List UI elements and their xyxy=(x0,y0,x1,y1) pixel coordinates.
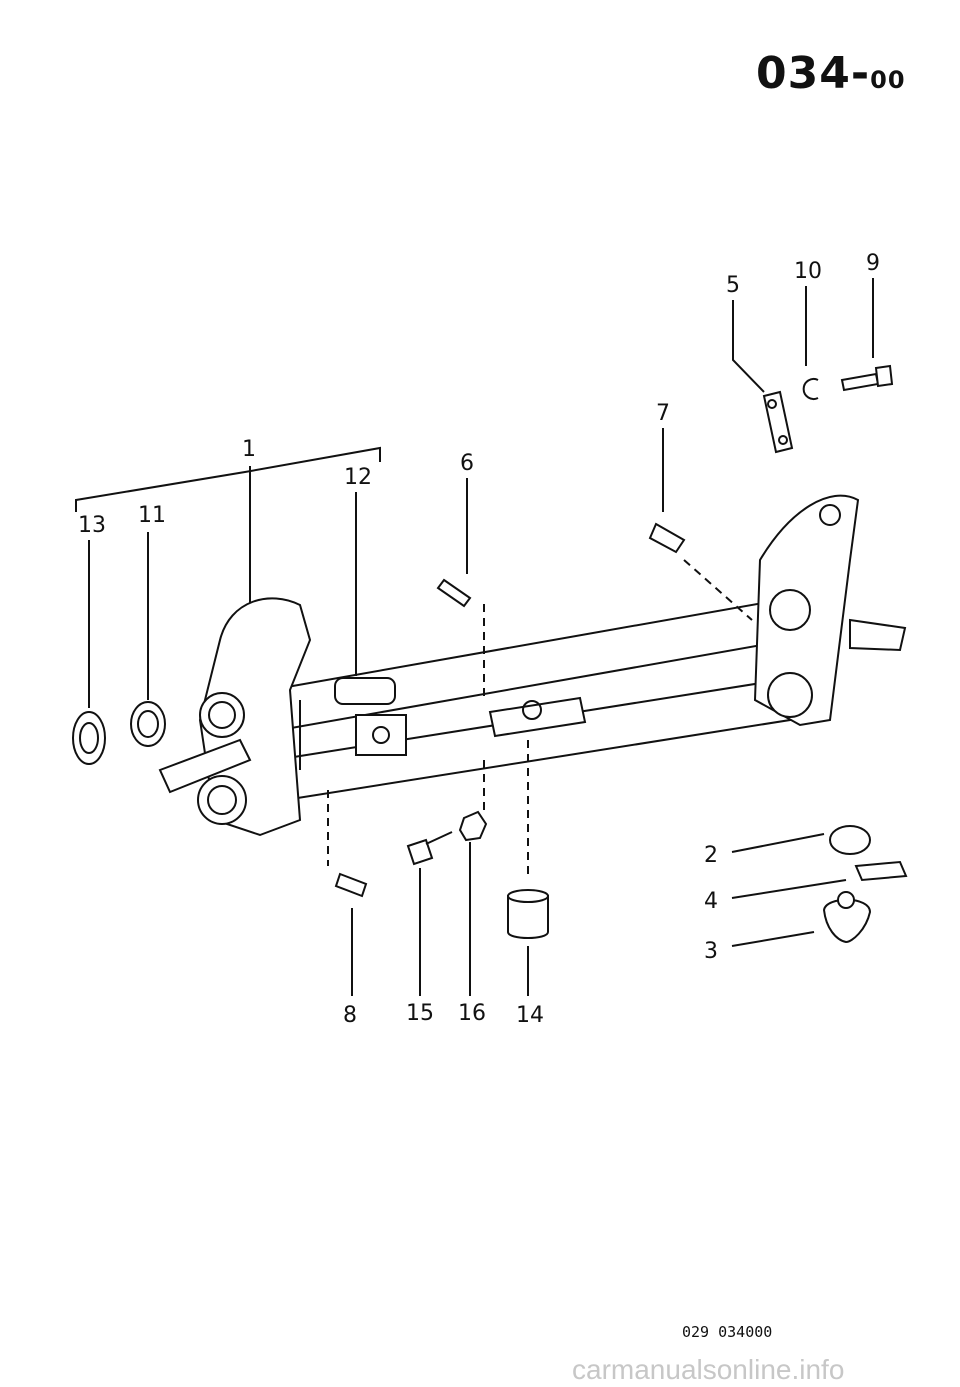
callout-3: 3 xyxy=(704,939,718,964)
right-spindle xyxy=(849,618,907,652)
callout-13: 13 xyxy=(78,513,106,538)
left-tube-upper xyxy=(199,692,245,738)
callout-15: 15 xyxy=(406,1001,434,1026)
part-7-fitting xyxy=(648,522,686,554)
callout-9: 9 xyxy=(866,251,880,276)
part-14-bushing xyxy=(507,895,549,939)
callout-6: 6 xyxy=(460,451,474,476)
part-10-clip xyxy=(802,378,819,400)
leader-2 xyxy=(731,833,825,853)
left-tube-lower xyxy=(197,775,247,825)
part-9-bolt xyxy=(840,372,880,392)
leader-4 xyxy=(731,879,847,899)
callout-12: 12 xyxy=(344,465,372,490)
callout-8: 8 xyxy=(343,1003,357,1028)
right-tube-lower xyxy=(767,672,813,718)
callout-2: 2 xyxy=(704,843,718,868)
watermark: carmanualsonline.info xyxy=(572,1354,845,1385)
right-tube-upper xyxy=(769,589,811,631)
part-4-clip xyxy=(854,860,908,882)
page-code-sub: 00 xyxy=(870,66,906,94)
leader-3 xyxy=(731,931,815,947)
page-code-main: 034 xyxy=(756,48,851,99)
part-12-body xyxy=(334,677,396,705)
leader-5 xyxy=(732,300,765,393)
callout-1: 1 xyxy=(242,437,256,462)
assembly-bracket xyxy=(75,446,381,512)
callout-16: 16 xyxy=(458,1001,486,1026)
drawing-reference: 029 034000 xyxy=(682,1323,773,1341)
part-16-nut xyxy=(458,810,488,842)
part-2-cap xyxy=(829,825,871,855)
part-11-bearing xyxy=(130,701,166,747)
mounting-plate xyxy=(355,714,407,756)
left-arm xyxy=(158,738,252,794)
part-15-bolt-head xyxy=(406,838,434,866)
part-8-fitting xyxy=(334,872,368,898)
page-code: 034-00 xyxy=(756,48,906,99)
callout-5: 5 xyxy=(726,273,740,298)
callout-11: 11 xyxy=(138,503,166,528)
part-13-seal xyxy=(72,711,106,765)
callout-4: 4 xyxy=(704,889,718,914)
callout-7: 7 xyxy=(656,401,670,426)
callout-14: 14 xyxy=(516,1003,544,1028)
callout-10: 10 xyxy=(794,259,822,284)
part-6-bolt xyxy=(436,578,472,608)
page-code-separator: - xyxy=(850,48,871,99)
